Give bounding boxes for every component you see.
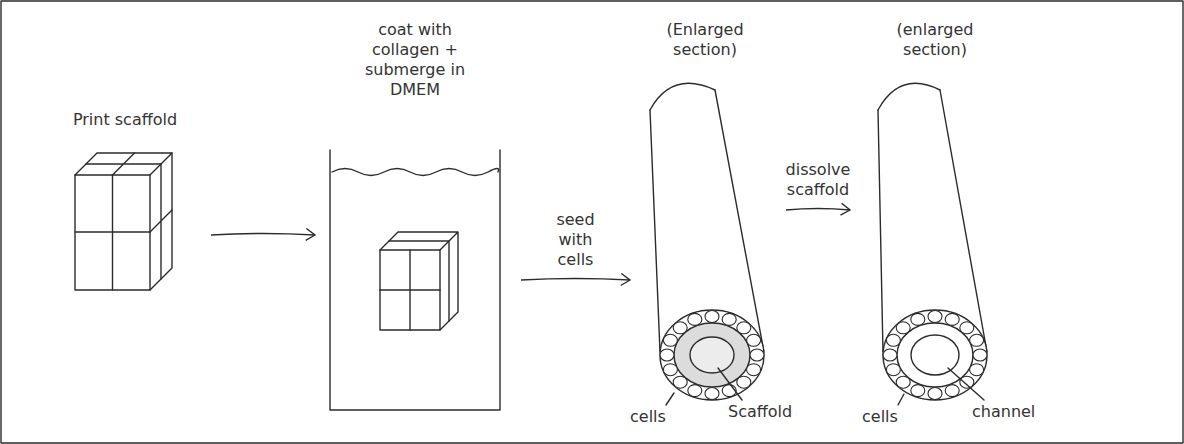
cell (970, 364, 984, 376)
cell (737, 322, 751, 334)
callout-label: channel (972, 402, 1035, 422)
cell (896, 322, 910, 334)
cell (911, 313, 925, 325)
cell (705, 388, 719, 400)
cell (886, 364, 900, 376)
cell (945, 313, 959, 325)
callout-label: cells (630, 407, 666, 427)
cell (945, 385, 959, 397)
step-node: (Enlarged section) (640, 20, 770, 420)
callout-label: Scaffold (728, 402, 792, 422)
step-node: Print scaffold (55, 110, 195, 330)
process-arrow (211, 234, 315, 236)
cell (886, 334, 900, 346)
cell (747, 334, 761, 346)
cell (960, 376, 974, 388)
cell (750, 349, 764, 361)
cell (928, 311, 942, 323)
step-heading: coat with collagen + submerge in DMEM (350, 20, 480, 100)
cell (883, 349, 897, 361)
cell (688, 385, 702, 397)
cell (688, 313, 702, 325)
step-heading: Print scaffold (60, 110, 190, 130)
leader-line (948, 368, 984, 400)
step-heading: (enlarged section) (883, 20, 988, 60)
cell (673, 376, 687, 388)
cell (663, 364, 677, 376)
cell (660, 349, 674, 361)
leader-line (666, 393, 674, 405)
cell (960, 322, 974, 334)
leader-line (718, 368, 742, 400)
leader-line (898, 394, 904, 405)
cell (896, 376, 910, 388)
cell (911, 385, 925, 397)
step-heading: (Enlarged section) (653, 20, 758, 60)
cell (970, 334, 984, 346)
cell (928, 388, 942, 400)
seeded-tube (650, 83, 764, 405)
scaffold-cube (75, 153, 172, 290)
cell (673, 322, 687, 334)
step-node: coat with collagen + submerge in DMEM (325, 20, 505, 420)
callout-label: cells (862, 407, 898, 427)
cell (973, 349, 987, 361)
process-arrow (786, 209, 850, 211)
process-arrow (521, 279, 630, 281)
step-node: (enlarged section) (860, 20, 1010, 420)
cell (705, 311, 719, 323)
arrow-label: seed with cells (548, 210, 603, 270)
cell (663, 334, 677, 346)
cell (747, 364, 761, 376)
beaker (330, 150, 500, 410)
channel-tube (878, 83, 987, 405)
cell (737, 376, 751, 388)
cell (722, 313, 736, 325)
arrow-label: dissolve scaffold (778, 160, 858, 200)
